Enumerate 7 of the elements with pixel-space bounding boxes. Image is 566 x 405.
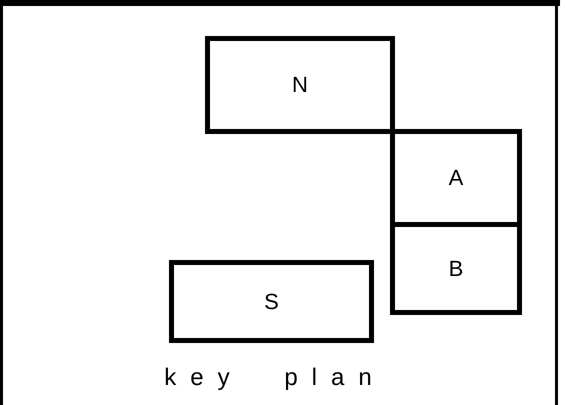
- room-label: S: [264, 288, 279, 314]
- plan-title: key plan: [163, 364, 387, 392]
- room-label: B: [448, 256, 464, 282]
- room-box: [205, 36, 395, 134]
- room-label: N: [292, 72, 308, 98]
- room-box: [169, 260, 374, 343]
- room-label: A: [448, 165, 464, 191]
